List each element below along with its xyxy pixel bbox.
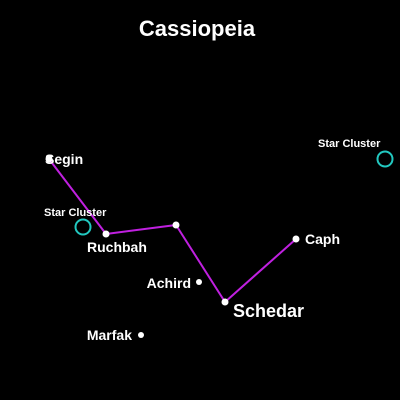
star-label-caph: Caph (305, 231, 340, 247)
star-caph (292, 235, 300, 243)
star-achird (196, 279, 202, 285)
star-label-marfak: Marfak (87, 327, 132, 343)
chart-title: Cassiopeia (139, 16, 256, 41)
star-marfak (138, 332, 144, 338)
star-label-ruchbah: Ruchbah (87, 239, 147, 255)
constellation-line-schedar-caph (224, 238, 297, 303)
constellation-line-navi-schedar (175, 224, 226, 303)
star-label-achird: Achird (147, 275, 191, 291)
star-navi (172, 221, 180, 229)
star-schedar (221, 298, 229, 306)
star-cluster-marker (74, 218, 92, 236)
star-segin (45, 155, 53, 163)
constellation-line-segin-ruchbah (48, 158, 107, 235)
star-label-schedar: Schedar (233, 301, 304, 321)
constellation-lines (48, 158, 297, 303)
star-cluster-marker (376, 150, 394, 168)
star-label-segin: Segin (45, 151, 83, 167)
star-ruchbah (102, 230, 110, 238)
constellation-line-ruchbah-navi (105, 224, 177, 235)
star-cluster-label: Star Cluster (318, 138, 381, 150)
star-cluster-label: Star Cluster (44, 207, 107, 219)
